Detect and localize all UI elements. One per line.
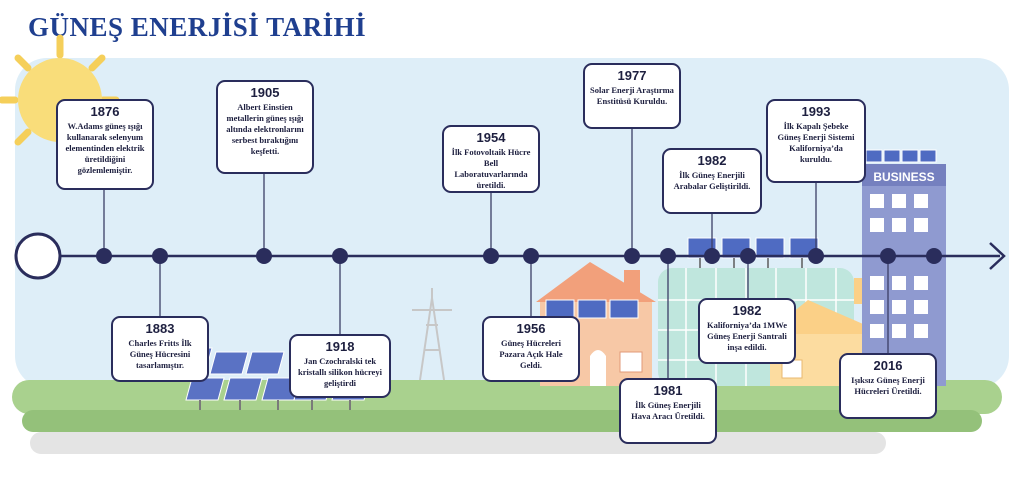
building-sign: BUSINESS [873,170,934,184]
event-dot-1954 [483,248,499,264]
event-dot-1918 [332,248,348,264]
event-dot-1883 [152,248,168,264]
event-year: 1876 [90,104,120,119]
event-card-1918: 1918 Jan Czochralski tek kristallı silik… [289,334,391,398]
event-year: 1918 [325,339,355,354]
event-text: Işıksız Güneş Enerji Hücreleri Üretildi. [851,375,925,396]
event-text: Charles Fritts İlk Güneş Hücresini tasar… [128,338,192,370]
event-year: 1981 [653,383,683,398]
panel-legs [199,400,351,410]
event-year: 1905 [250,85,280,100]
event-year: 2016 [873,358,903,373]
event-year: 1883 [145,321,175,336]
event-dot-1982-cars [704,248,720,264]
connector-lines [103,128,889,380]
event-text: Jan Czochralski tek kristallı silikon hü… [298,356,382,388]
event-text: W.Adams güneş ışığı kullanarak selenyum … [65,121,145,175]
event-card-1981: 1981 İlk Güneş Enerjili Hava Aracı Üreti… [619,378,717,444]
event-year: 1956 [516,321,546,336]
grass-strip-lower [22,410,982,432]
event-card-1905: 1905 Albert Einstien metallerin güneş ış… [216,80,314,174]
event-card-1954: 1954 İlk Fotovoltaik Hücre Bell Laboratu… [442,125,540,193]
event-text: Solar Enerji Araştırma Enstitüsü Kuruldu… [590,85,674,106]
event-text: Albert Einstien metallerin güneş ışığı a… [226,102,304,156]
event-dot-2016 [880,248,896,264]
ground-shadow [30,432,886,454]
event-card-1977: 1977 Solar Enerji Araştırma Enstitüsü Ku… [583,63,681,129]
event-year: 1954 [476,130,506,145]
timeline-arrow-icon [989,242,1006,270]
page-title: GÜNEŞ ENERJİSİ TARİHİ [28,12,367,42]
event-dot-1981 [660,248,676,264]
event-text: İlk Güneş Enerjili Arabalar Geliştirildi… [673,170,751,191]
event-dot-1905 [256,248,272,264]
power-pylon [412,288,452,381]
event-card-1883: 1883 Charles Fritts İlk Güneş Hücresini … [111,316,209,382]
event-card-1956: 1956 Güneş Hücreleri Pazara Açık Hale Ge… [482,316,580,382]
timeline-dots [96,248,942,264]
event-card-2016: 2016 Işıksız Güneş Enerji Hücreleri Üret… [839,353,937,419]
event-card-1993: 1993 İlk Kapalı Şebeke Güneş Enerji Sist… [766,99,866,183]
event-text: Kaliforniya’da 1MWe Güneş Enerji Santral… [706,320,788,352]
event-dot-1977 [624,248,640,264]
event-dot-1982-plant [740,248,756,264]
event-text: İlk Kapalı Şebeke Güneş Enerji Sistemi K… [777,121,855,164]
event-card-1982-plant: 1982 Kaliforniya’da 1MWe Güneş Enerji Sa… [698,298,796,364]
event-card-1876: 1876 W.Adams güneş ışığı kullanarak sele… [56,99,154,190]
event-card-1982-cars: 1982 İlk Güneş Enerjili Arabalar Gelişti… [662,148,762,214]
event-dot-1956 [523,248,539,264]
event-year: 1993 [801,104,831,119]
event-year: 1977 [617,68,647,83]
business-tower: BUSINESS [862,149,946,386]
event-dot-1993 [808,248,824,264]
event-text: İlk Fotovoltaik Hücre Bell Laboratuvarla… [451,147,531,190]
event-text: Güneş Hücreleri Pazara Açık Hale Geldi. [499,338,563,370]
event-dot-end [926,248,942,264]
event-year: 1982 [697,153,727,168]
event-year: 1982 [732,303,762,318]
event-dot-1876 [96,248,112,264]
event-text: İlk Güneş Enerjili Hava Aracı Üretildi. [631,400,705,421]
timeline-start-circle [14,232,62,280]
